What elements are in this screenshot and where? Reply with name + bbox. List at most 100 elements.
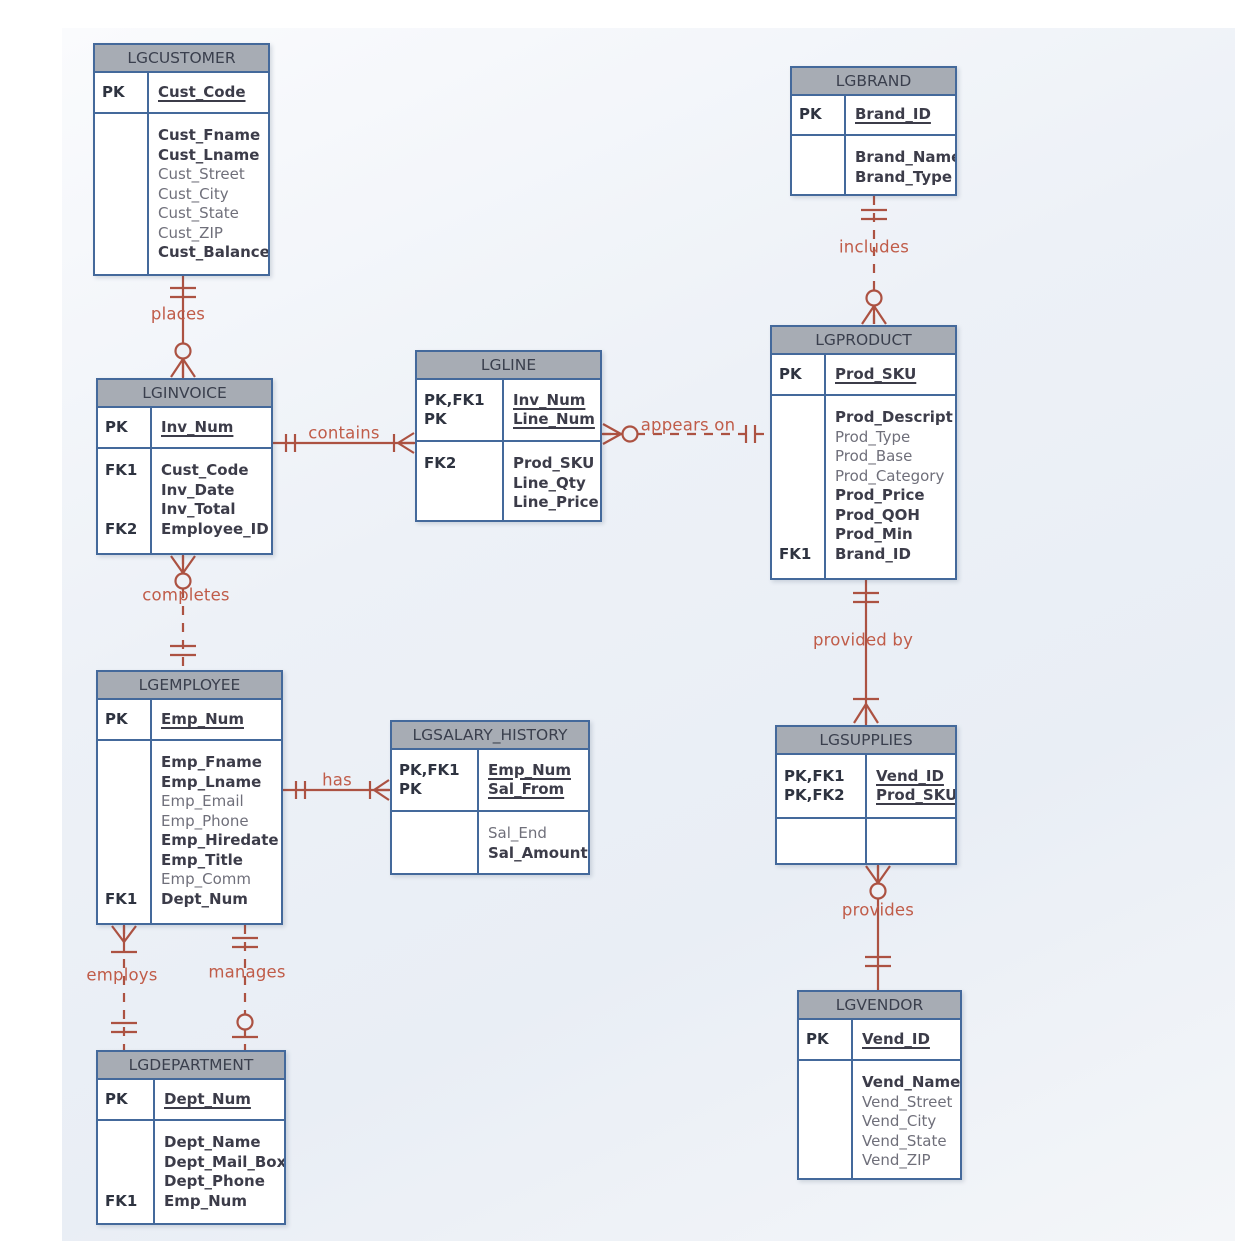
attribute: Cust_Lname (158, 145, 260, 164)
attribute-row: Inv_Date (98, 481, 271, 501)
attribute: Prod_Price (835, 486, 925, 504)
key-tag (98, 753, 150, 773)
attribute-row: Cust_Fname (95, 126, 268, 146)
key-tag: FK1 (105, 1191, 138, 1210)
key-tag (772, 447, 824, 467)
attribute: Emp_Phone (161, 811, 249, 830)
attribute-row: PK,FK1 Vend_ID (777, 767, 955, 787)
key-tag (98, 792, 150, 812)
relationship-label-completes: completes (142, 585, 230, 605)
key-tag: PK,FK1 (424, 390, 485, 409)
attribute-row: Cust_Lname (95, 146, 268, 166)
entity-title: LGEMPLOYEE (98, 672, 281, 700)
attribute-row: Vend_ZIP (799, 1151, 960, 1171)
attribute: Line_Qty (513, 473, 586, 492)
key-tag: PK (806, 1029, 829, 1048)
key-tag (95, 243, 147, 263)
attribute-row: PK,FK1 Inv_Num (417, 391, 600, 411)
attribute: Emp_Title (161, 850, 243, 869)
attribute: Cust_State (158, 204, 239, 222)
key-attribute: Prod_SKU (876, 786, 955, 804)
attribute: Inv_Total (161, 500, 236, 518)
attribute: Cust_ZIP (158, 223, 223, 242)
key-tag: PK (105, 417, 128, 436)
attribute-row: Cust_Balance (95, 243, 268, 263)
attribute: Sal_Amount (488, 843, 588, 862)
attribute: Cust_City (158, 184, 229, 203)
key-tag: FK1 (105, 889, 138, 908)
key-tag (772, 525, 824, 545)
attribute-row: Prod_Base (772, 447, 955, 467)
key-tag (799, 1132, 851, 1152)
key-tag (392, 844, 477, 864)
key-attribute: Brand_ID (855, 105, 931, 124)
entity-title: LGINVOICE (98, 380, 271, 408)
relationship-label-appears-on: appears on (640, 415, 736, 435)
attribute: Sal_End (488, 824, 547, 842)
attribute-row: Prod_Category (772, 467, 955, 487)
attribute-row: Inv_Total (98, 500, 271, 520)
entity-title: LGLINE (417, 352, 600, 380)
relationship-label-provided-by: provided by (812, 630, 914, 650)
entity-title: LGDEPARTMENT (98, 1052, 284, 1080)
attribute-row: Vend_City (799, 1112, 960, 1132)
attribute-row: Prod_Descript (772, 408, 955, 428)
attribute-row: Prod_Price (772, 486, 955, 506)
key-tag (95, 224, 147, 244)
entity-title: LGPRODUCT (772, 327, 955, 355)
attribute-row: Emp_Phone (98, 812, 281, 832)
key-tag (98, 831, 150, 851)
attribute-row: Emp_Comm (98, 870, 281, 890)
key-tag (772, 506, 824, 526)
attribute-row: Brand_Name (792, 148, 955, 168)
key-tag: PK,FK1 (784, 766, 845, 785)
attribute-row: Prod_Type (772, 428, 955, 448)
attribute-row: Line_Qty (417, 474, 600, 494)
key-tag: FK2 (105, 519, 138, 538)
key-attribute: Vend_ID (862, 1029, 930, 1048)
key-attribute: Inv_Num (513, 390, 586, 409)
key-attribute: Line_Num (513, 410, 595, 428)
key-tag (98, 1133, 153, 1153)
attribute-row: Cust_State (95, 204, 268, 224)
key-attribute: Inv_Num (161, 417, 234, 436)
attribute: Prod_Category (835, 466, 945, 485)
key-tag: PK (105, 1089, 128, 1108)
key-attribute: Vend_ID (876, 766, 944, 785)
attribute-row: Prod_Min (772, 525, 955, 545)
attribute: Emp_Fname (161, 753, 262, 771)
attribute: Prod_QOH (835, 505, 920, 524)
attribute: Prod_Min (835, 525, 913, 543)
attribute-row: Sal_Amount (392, 844, 588, 864)
attribute: Prod_Type (835, 427, 911, 446)
key-tag (98, 500, 150, 520)
key-tag (772, 408, 824, 428)
attribute: Cust_Balance (158, 243, 268, 261)
entity-title: LGBRAND (792, 68, 955, 96)
key-tag (417, 493, 502, 513)
key-tag (772, 486, 824, 506)
attribute: Cust_Street (158, 165, 245, 183)
relationship-label-contains: contains (308, 423, 380, 443)
relationship-label-provides: provides (841, 900, 915, 920)
key-attribute: Prod_SKU (835, 364, 917, 383)
key-tag (98, 1172, 153, 1192)
key-tag (98, 870, 150, 890)
attribute-row: Emp_Title (98, 851, 281, 871)
attribute: Brand_ID (835, 544, 911, 563)
attribute-row: Dept_Mail_Box (98, 1153, 284, 1173)
attribute: Line_Price (513, 493, 599, 511)
attribute: Vend_Name (862, 1073, 960, 1091)
key-tag (799, 1112, 851, 1132)
key-tag (799, 1073, 851, 1093)
key-attribute: Emp_Num (161, 709, 244, 728)
